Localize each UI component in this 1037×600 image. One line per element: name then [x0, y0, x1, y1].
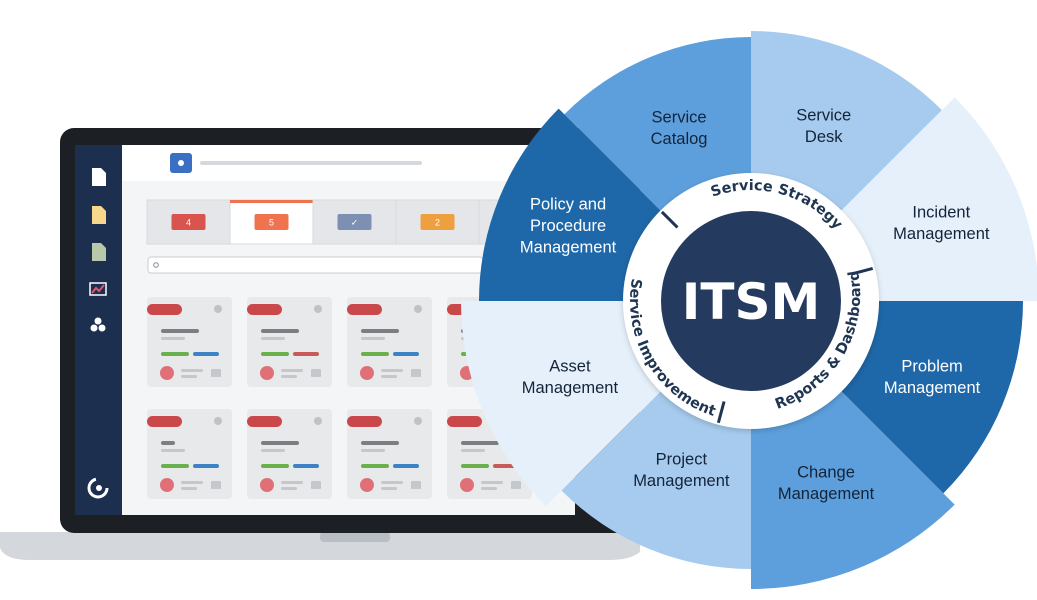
ring-divider: [660, 210, 679, 229]
avatar: [160, 366, 174, 380]
segment-wedge: [564, 37, 751, 229]
avatar: [360, 478, 374, 492]
segment-label: Project: [656, 450, 708, 468]
avatar: [160, 478, 174, 492]
card-priority-tag: [147, 416, 182, 427]
status-badge: [420, 214, 455, 230]
ring-divider: [716, 401, 726, 424]
chart-icon[interactable]: [89, 282, 107, 296]
segment-label: Management: [522, 379, 619, 397]
topbar-title-line: [200, 161, 422, 165]
segment-label: Policy and: [530, 196, 606, 214]
status-tab[interactable]: 2: [395, 199, 480, 245]
laptop-base-notch: [320, 532, 390, 542]
laptop-base: [0, 532, 640, 560]
status-badge: [337, 214, 372, 230]
task-card[interactable]: [247, 297, 332, 387]
card-priority-tag: [247, 416, 282, 427]
segment-label: Management: [893, 225, 990, 243]
task-card[interactable]: [147, 297, 232, 387]
segment-label: Service: [652, 109, 707, 127]
card-priority-tag: [347, 304, 382, 315]
segment-label: Management: [778, 485, 875, 503]
segment-wedge: [751, 373, 955, 589]
segment-label: Catalog: [651, 130, 708, 148]
status-badge-count: 2: [435, 218, 440, 228]
status-badge-count: ✓: [351, 218, 359, 228]
segment-label: Management: [884, 379, 981, 397]
card-priority-tag: [147, 304, 182, 315]
app-sidebar: [75, 145, 122, 515]
avatar: [260, 478, 274, 492]
status-badge-count: 4: [186, 218, 191, 228]
center-label: ITSM: [682, 273, 820, 331]
segment-wedge: [823, 97, 1037, 301]
task-card[interactable]: [347, 409, 432, 499]
segment-wedge: [751, 31, 942, 229]
segment-label: Procedure: [530, 217, 606, 235]
note-icon[interactable]: [92, 206, 106, 224]
itsm-wheel: ServiceCatalogServiceDeskIncidentManagem…: [461, 31, 1037, 589]
segment-wedge: [479, 108, 679, 301]
segment-label: Management: [633, 472, 730, 490]
card-priority-tag: [347, 416, 382, 427]
segment-label: Desk: [805, 128, 843, 146]
group-icon[interactable]: [90, 317, 106, 332]
segment-label: Problem: [901, 357, 962, 375]
segment-wedge: [561, 373, 751, 569]
task-card[interactable]: [147, 409, 232, 499]
segment-label: Incident: [912, 203, 970, 221]
status-badge: [171, 214, 206, 230]
search-icon: [153, 262, 159, 268]
task-card[interactable]: [347, 297, 432, 387]
avatar: [360, 366, 374, 380]
segment-wedge: [823, 301, 1023, 494]
logo-icon[interactable]: [87, 477, 109, 499]
file-icon[interactable]: [92, 243, 106, 261]
status-tab[interactable]: ✓: [312, 199, 397, 245]
avatar: [260, 366, 274, 380]
center-circle: [661, 211, 841, 391]
segment-label: Change: [797, 463, 855, 481]
segment-label: Service: [796, 107, 851, 125]
search-input[interactable]: [147, 256, 484, 274]
task-card[interactable]: [247, 409, 332, 499]
segment-label: Management: [520, 239, 617, 257]
avatar: [460, 478, 474, 492]
status-badge-count: 5: [269, 218, 274, 228]
segment-wedge: [461, 301, 679, 507]
card-priority-tag: [447, 416, 482, 427]
segment-label: Asset: [549, 357, 591, 375]
document-icon[interactable]: [92, 168, 106, 186]
card-priority-tag: [247, 304, 282, 315]
status-tab[interactable]: 5: [229, 199, 314, 245]
status-badge: [254, 214, 289, 230]
status-tab[interactable]: 4: [146, 199, 231, 245]
ring-divider: [851, 266, 874, 276]
